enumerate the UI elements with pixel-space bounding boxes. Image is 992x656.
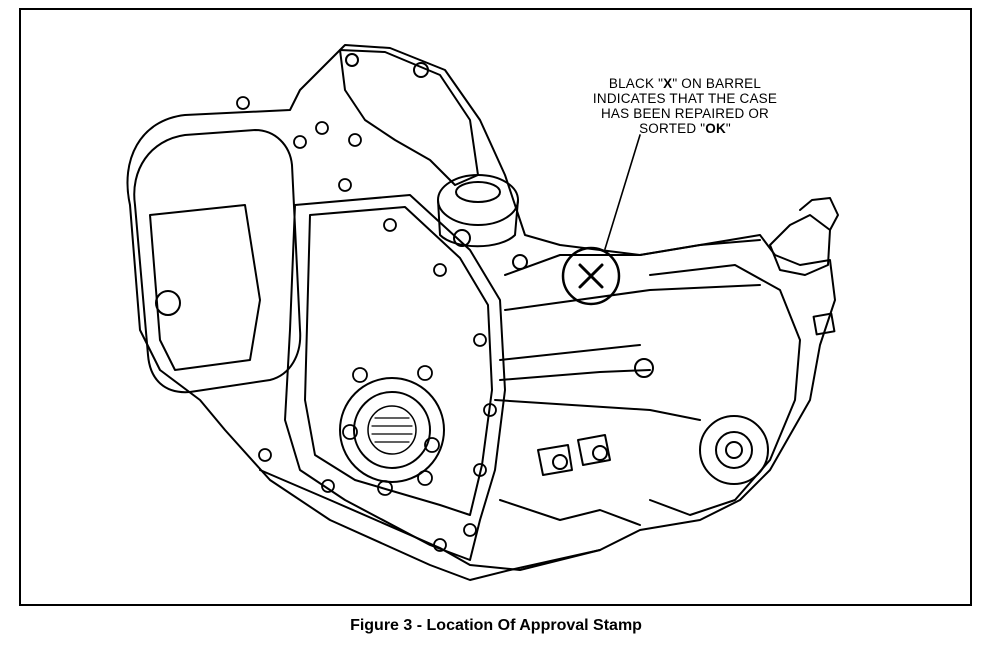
side-cover	[133, 129, 302, 394]
axle-splines	[371, 417, 413, 443]
rear-seal-outer	[699, 415, 769, 485]
shift-lever	[799, 197, 839, 231]
barrel-body-line	[504, 284, 761, 311]
drain-boss	[155, 290, 181, 316]
callout-line-1: BLACK "X" ON BARREL	[608, 76, 762, 91]
bellhousing-flange-inner	[304, 206, 493, 516]
barrel-bottom	[499, 499, 641, 526]
callout-line-2: INDICATES THAT THE CASE	[592, 91, 778, 106]
top-mount	[339, 49, 479, 186]
rear-seal-center	[725, 441, 743, 459]
barrel-rib-2	[499, 369, 651, 381]
lower-boss	[537, 444, 573, 476]
rear-extension	[649, 264, 801, 516]
barrel-rib	[499, 344, 641, 361]
pump-boss-body	[437, 199, 519, 248]
lower-boss-2	[577, 434, 611, 466]
barrel-lower	[494, 399, 701, 421]
approval-stamp-x	[578, 263, 604, 289]
axle-seal-outer	[339, 377, 445, 483]
figure-frame	[19, 8, 972, 606]
bellhousing-flange	[284, 194, 506, 561]
shift-housing	[769, 214, 831, 276]
base-edge	[259, 469, 601, 571]
callout-leader-line	[604, 134, 641, 250]
rear-seal-inner	[715, 431, 753, 469]
lower-boss-hole	[552, 454, 568, 470]
mount-hole-2	[345, 53, 359, 67]
axle-seal-inner	[367, 405, 417, 455]
figure-caption: Figure 3 - Location Of Approval Stamp	[350, 617, 642, 634]
vent-boss	[634, 358, 654, 378]
callout-line-3: HAS BEEN REPAIRED OR	[600, 106, 770, 121]
approval-stamp-circle	[561, 246, 621, 306]
flange-bolts	[236, 96, 497, 552]
callout-label: BLACK "X" ON BARREL INDICATES THAT THE C…	[555, 76, 815, 136]
callout-line-4: SORTED "OK"	[639, 121, 731, 136]
side-tab	[812, 312, 836, 336]
mount-hole	[413, 62, 429, 78]
lower-boss-hole-2	[592, 445, 608, 461]
pump-boss-top	[455, 181, 501, 203]
axle-seal-mid	[353, 391, 431, 469]
port	[453, 229, 471, 247]
side-cover-inner	[149, 204, 261, 371]
barrel-top-edge	[504, 239, 761, 276]
